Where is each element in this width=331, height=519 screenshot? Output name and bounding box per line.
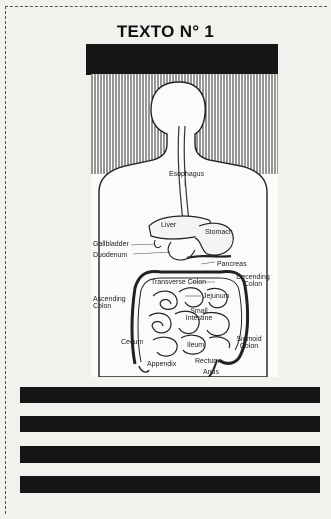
label-small-intestine: SmallIntestine <box>179 308 219 322</box>
label-cecum: Cecum <box>121 339 143 346</box>
redacted-line-4 <box>20 476 320 493</box>
page-title: TEXTO N° 1 <box>0 22 331 42</box>
label-gallbladder: Gallbladder <box>93 241 129 248</box>
label-sigmoid-colon: SigmoidColon <box>229 336 269 350</box>
figure-drawing <box>91 74 278 377</box>
label-jejunum: Jejunum <box>203 293 229 300</box>
redacted-header-bar <box>86 44 278 75</box>
redacted-line-2 <box>20 416 320 432</box>
label-descending-colon: DecendingColon <box>231 274 275 288</box>
label-ascending-colon: AscendingColon <box>93 296 126 310</box>
label-duodenum: Duodenum <box>93 252 127 259</box>
redacted-line-3 <box>20 446 320 463</box>
label-ileum: Ileum <box>187 342 204 349</box>
label-pancreas: Pancreas <box>217 261 247 268</box>
redacted-line-1 <box>20 387 320 403</box>
label-esophagus: Esophagus <box>169 171 204 178</box>
label-stomach: Stomach <box>205 229 233 236</box>
label-liver: Liver <box>161 222 176 229</box>
digestive-system-figure: Esophagus Liver Stomach Gallbladder Duod… <box>91 74 278 377</box>
label-anus: Anus <box>203 369 219 376</box>
label-rectum: Rectum <box>195 358 219 365</box>
label-transverse-colon: Transverse Colon <box>151 279 206 286</box>
label-appendix: Appendix <box>147 361 176 368</box>
